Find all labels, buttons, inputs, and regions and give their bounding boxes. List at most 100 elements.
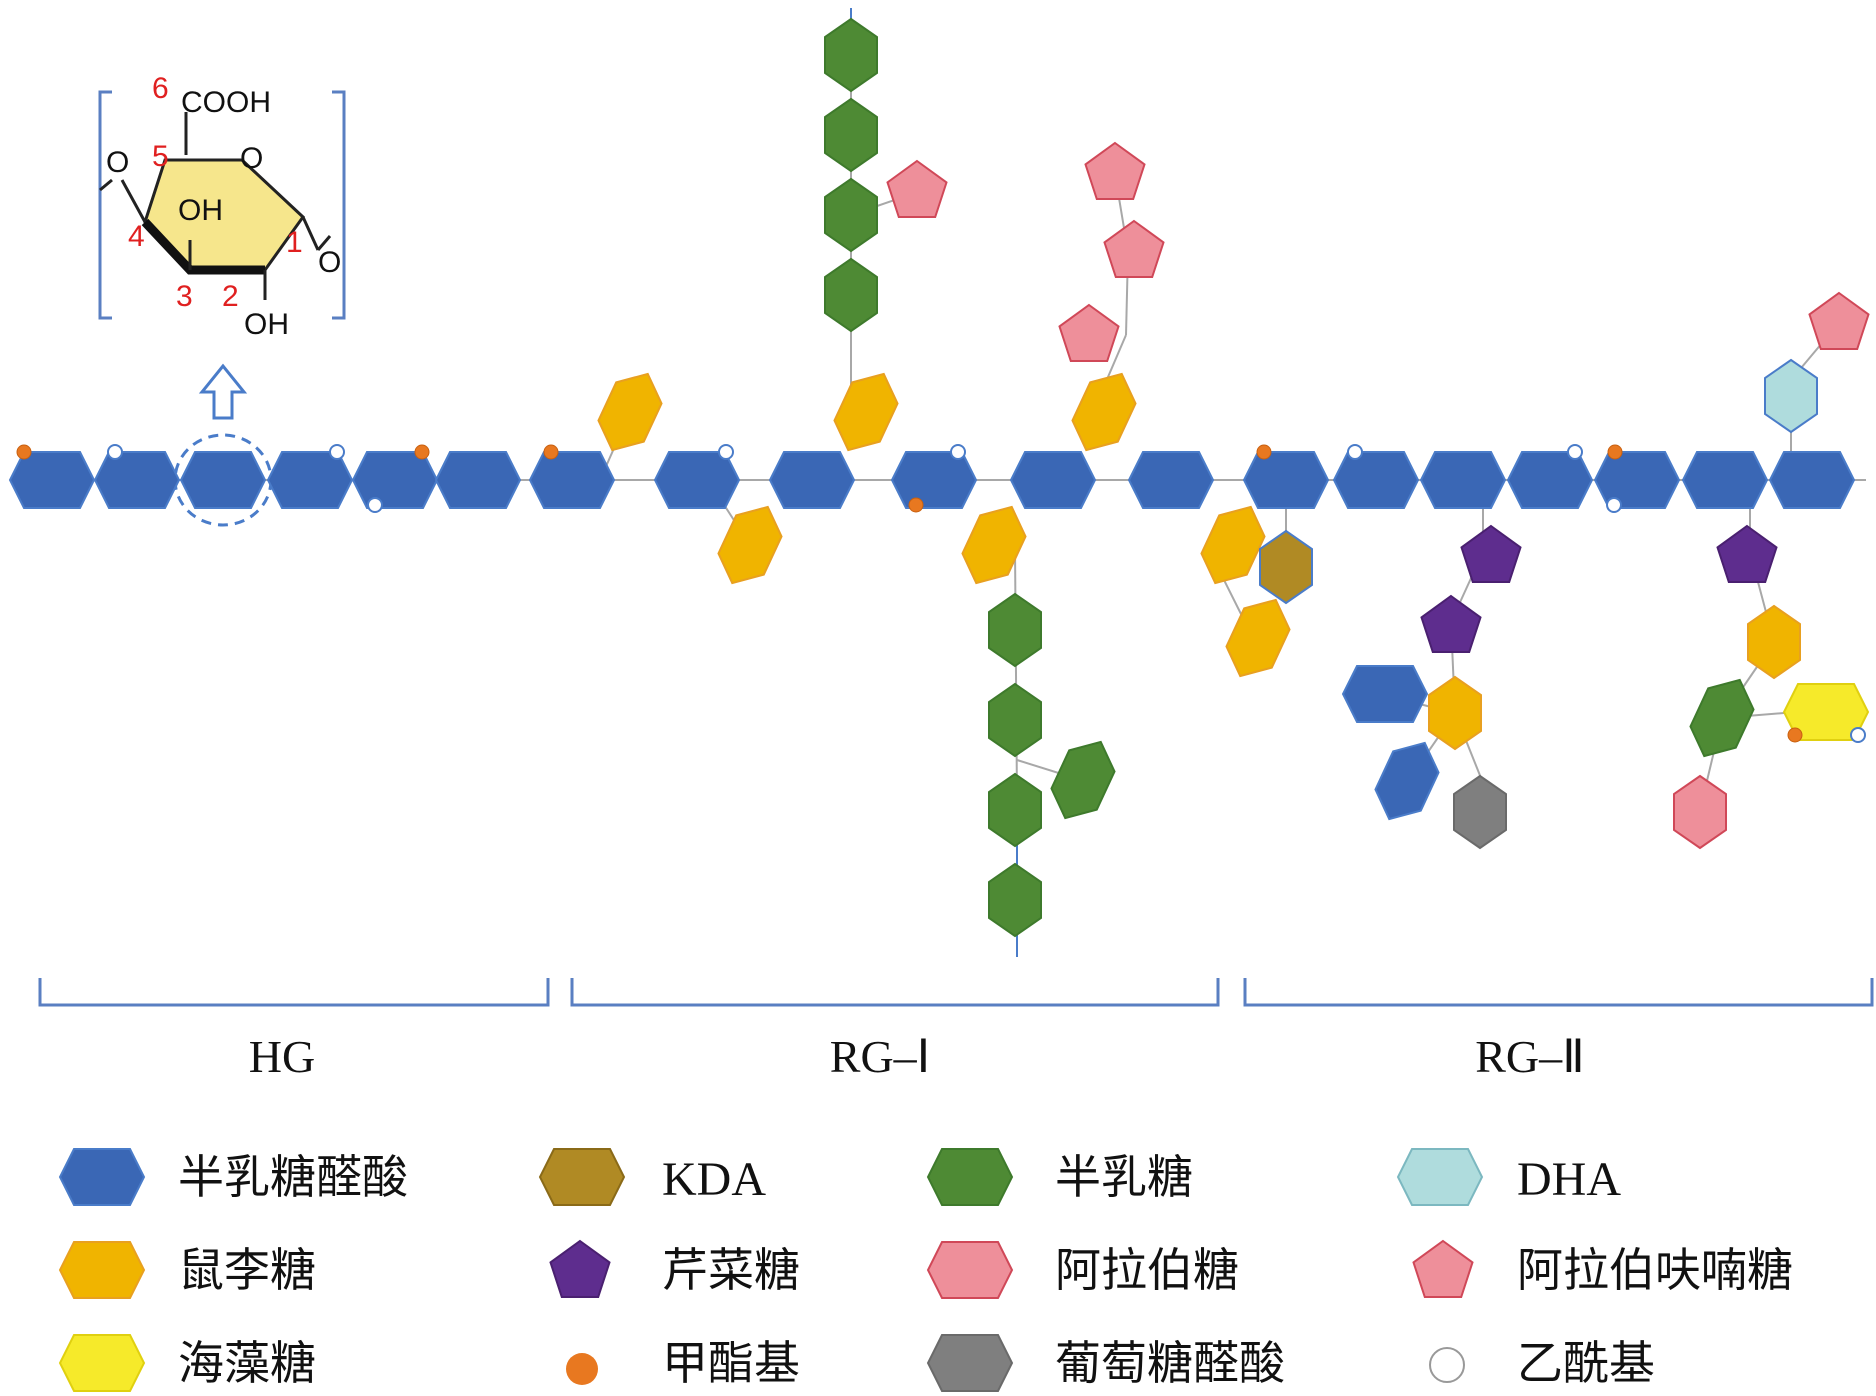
galactose-unit xyxy=(988,683,1042,757)
galacturonic-acid-unit xyxy=(1243,451,1329,509)
rg1-bracket xyxy=(570,978,1220,1007)
glucuronic-acid-unit xyxy=(1453,775,1507,849)
galactose-unit xyxy=(824,178,878,252)
segment-label-rg2: RG–Ⅱ xyxy=(1475,1031,1585,1082)
legend-label-galacturonic-acid: 半乳糖醛酸 xyxy=(178,1150,408,1204)
legend-methyl-ester-icon xyxy=(566,1353,598,1385)
rhamnose-unit xyxy=(708,495,792,595)
carbon-number-4: 4 xyxy=(128,220,145,253)
apiose-unit xyxy=(1460,525,1522,583)
legend-label-methyl-ester: 甲酯基 xyxy=(662,1336,800,1390)
methyl-ester-dot xyxy=(1256,444,1272,460)
ring-oxygen-label: O xyxy=(240,142,263,175)
up-arrow-icon xyxy=(198,363,248,420)
legend-dha-icon xyxy=(1397,1148,1483,1206)
galactose-unit xyxy=(824,258,878,332)
galactose-unit xyxy=(824,18,878,92)
methyl-ester-dot xyxy=(908,497,924,513)
acetyl-circle xyxy=(367,497,383,513)
left-oxygen-label: O xyxy=(106,146,129,179)
arabinofuranose-unit xyxy=(886,160,948,218)
oh-top-label: OH xyxy=(178,194,223,227)
apiose-unit xyxy=(1420,595,1482,653)
legend-label-dha: DHA xyxy=(1517,1153,1621,1206)
legend-glucuronic-acid-icon xyxy=(927,1334,1013,1392)
acetyl-circle xyxy=(718,444,734,460)
legend-label-arabinose: 阿拉伯糖 xyxy=(1055,1243,1239,1297)
methyl-ester-dot xyxy=(16,444,32,460)
galacturonic-acid-unit xyxy=(654,451,740,509)
galacturonic-acid-unit xyxy=(352,451,438,509)
carbon-number-1: 1 xyxy=(286,226,303,259)
rhamnose-unit xyxy=(824,362,908,462)
legend-rhamnose-icon xyxy=(59,1241,145,1299)
acetyl-circle xyxy=(107,444,123,460)
arabinofuranose-unit xyxy=(1808,292,1870,350)
rhamnose-unit xyxy=(1062,362,1146,462)
arabinose-unit xyxy=(1673,775,1727,849)
legend-arabinofuranose-icon xyxy=(1412,1240,1474,1298)
galacturonic-acid-structure: COOH O O O OH OH 6 5 4 3 2 1 xyxy=(98,72,346,341)
galacturonic-acid-unit xyxy=(769,451,855,509)
legend-acetyl-icon xyxy=(1429,1347,1465,1383)
galacturonic-acid-unit xyxy=(1010,451,1096,509)
carbon-number-3: 3 xyxy=(176,280,193,313)
acetyl-circle xyxy=(1850,727,1866,743)
hg-bracket xyxy=(38,978,550,1007)
galacturonic-acid-unit xyxy=(9,451,95,509)
galacturonic-acid-unit xyxy=(435,451,521,509)
galacturonic-acid-unit xyxy=(529,451,615,509)
legend-galacturonic-acid-icon xyxy=(59,1148,145,1206)
methyl-ester-dot xyxy=(543,444,559,460)
right-oxygen-label: O xyxy=(318,246,341,279)
galacturonic-acid-unit xyxy=(180,451,266,509)
galacturonic-acid-unit xyxy=(1342,665,1428,723)
apiose-unit xyxy=(1716,525,1778,583)
galactose-unit xyxy=(988,773,1042,847)
carbon-number-2: 2 xyxy=(222,280,239,313)
legend-label-arabinofuranose: 阿拉伯呋喃糖 xyxy=(1517,1243,1793,1297)
legend-label-glucuronic-acid: 葡萄糖醛酸 xyxy=(1055,1336,1285,1390)
rg2-bracket xyxy=(1243,978,1874,1007)
acetyl-circle xyxy=(1606,497,1622,513)
galactose-unit xyxy=(988,863,1042,937)
galacturonic-acid-unit xyxy=(94,451,180,509)
galactose-unit xyxy=(824,98,878,172)
galactose-unit xyxy=(1041,730,1125,830)
legend-label-fucose: 海藻糖 xyxy=(178,1336,316,1390)
legend: 半乳糖醛酸 KDA 半乳糖 DHA 鼠李糖 芹菜糖 阿拉伯糖 阿拉伯呋喃糖 海藻… xyxy=(59,1148,1793,1392)
acetyl-circle xyxy=(950,444,966,460)
legend-galactose-icon xyxy=(927,1148,1013,1206)
dha-unit xyxy=(1764,359,1818,433)
legend-apiose-icon xyxy=(549,1240,611,1298)
galacturonic-acid-unit xyxy=(1769,451,1855,509)
legend-arabinose-icon xyxy=(927,1241,1013,1299)
legend-kda-icon xyxy=(539,1148,625,1206)
carbon-number-5: 5 xyxy=(152,140,169,173)
legend-label-acetyl: 乙酰基 xyxy=(1517,1336,1655,1390)
galacturonic-acid-unit xyxy=(1128,451,1214,509)
arabinofuranose-unit xyxy=(1103,220,1165,278)
legend-label-kda: KDA xyxy=(662,1153,766,1206)
segment-label-rg1: RG–Ⅰ xyxy=(830,1031,930,1082)
methyl-ester-dot xyxy=(1607,444,1623,460)
galacturonic-acid-unit xyxy=(891,451,977,509)
galacturonic-acid-unit xyxy=(1682,451,1768,509)
rhamnose-unit xyxy=(588,362,672,462)
segment-label-hg: HG xyxy=(249,1031,315,1082)
acetyl-circle xyxy=(1567,444,1583,460)
arabinofuranose-unit xyxy=(1058,304,1120,362)
galacturonic-acid-unit xyxy=(1333,451,1419,509)
galactose-unit xyxy=(988,593,1042,667)
methyl-ester-dot xyxy=(1787,727,1803,743)
acetyl-circle xyxy=(1347,444,1363,460)
kda-unit xyxy=(1259,530,1313,604)
cooh-label: COOH xyxy=(181,86,271,119)
oh-bottom-label: OH xyxy=(244,308,289,341)
galacturonic-acid-unit xyxy=(1420,451,1506,509)
galacturonic-acid-unit xyxy=(267,451,353,509)
rhamnose-unit xyxy=(952,495,1036,595)
acetyl-circle xyxy=(329,444,345,460)
galacturonic-acid-unit xyxy=(1507,451,1593,509)
